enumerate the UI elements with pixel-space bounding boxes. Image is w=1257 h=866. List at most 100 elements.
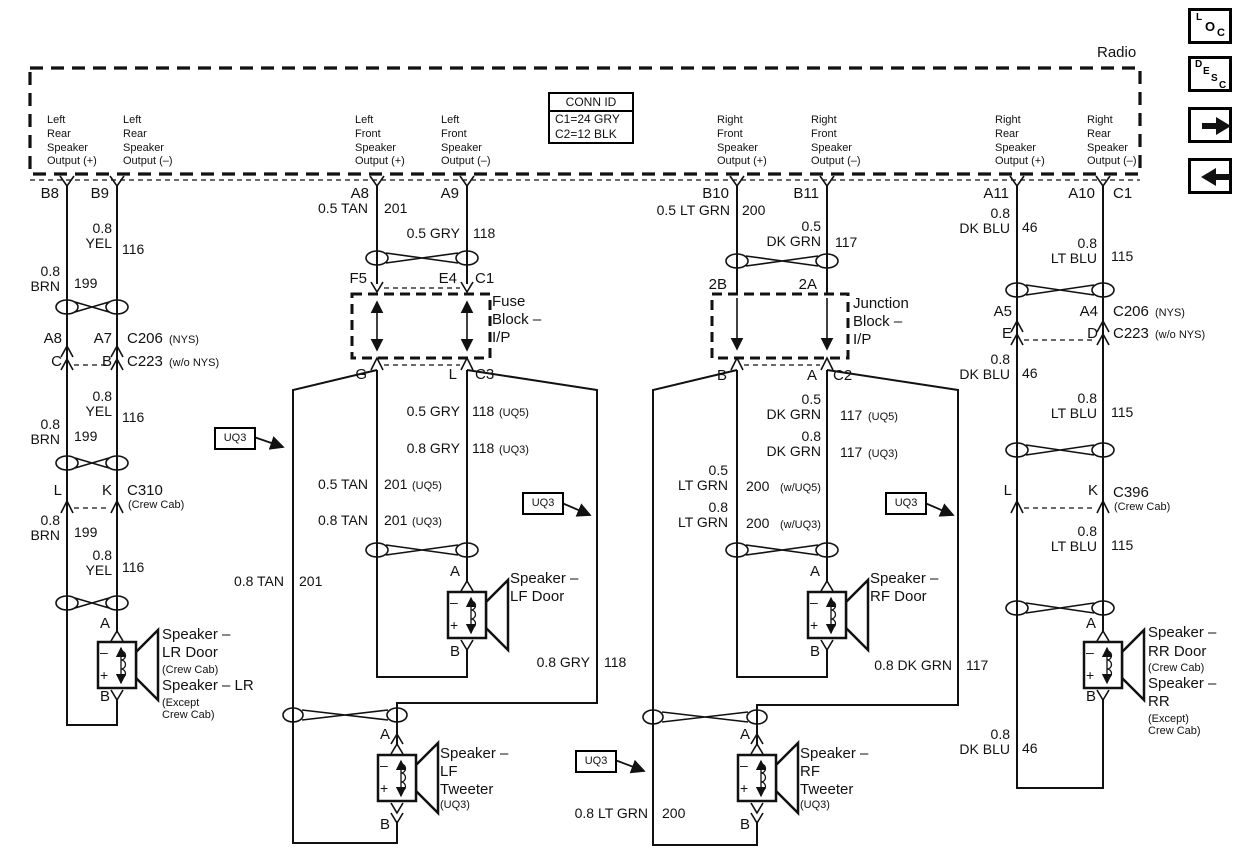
junction-block-connector: C2	[833, 367, 853, 384]
speaker-polarity-minus: –	[740, 757, 748, 773]
circuit-variant: (UQ5)	[868, 411, 898, 423]
uq3-option-box[interactable]: UQ3	[522, 492, 564, 515]
speaker-polarity-minus: –	[380, 757, 388, 773]
wire-label: 0.8 DK BLU	[959, 351, 1010, 383]
wire-label: 0.5 GRY	[406, 225, 460, 241]
speaker-note: (UQ3)	[800, 799, 830, 811]
speaker-name: RR	[1148, 693, 1170, 710]
radio-pin: A11	[983, 185, 1009, 202]
uq3-option-box[interactable]: UQ3	[885, 492, 927, 515]
connector-name: C206	[127, 330, 163, 347]
circuit-number: 46	[1022, 365, 1038, 381]
circuit-number: 200	[742, 202, 766, 218]
wire-label: 0.8 BRN	[30, 416, 60, 448]
circuit-number: 117	[840, 407, 863, 423]
wire-label: 0.5 LT GRN	[656, 202, 730, 218]
speaker-polarity-plus: +	[740, 780, 749, 796]
radio-output-label: Right Front Speaker Output (+)	[717, 114, 767, 168]
speaker-polarity-plus: +	[810, 617, 819, 633]
circuit-variant: (UQ3)	[499, 444, 529, 456]
radio-pin: A9	[440, 185, 459, 202]
circuit-number: 115	[1111, 248, 1134, 264]
speaker-rf-tweeter-symbol	[738, 743, 798, 813]
connector-pin: L	[53, 482, 62, 499]
left-arrow-icon	[1201, 168, 1230, 186]
next-button[interactable]	[1188, 107, 1232, 143]
connector-name: C206	[1113, 303, 1149, 320]
circuit-number: 116	[122, 409, 145, 425]
circuit-variant: (UQ5)	[499, 407, 529, 419]
circuit-number: 118	[472, 403, 495, 419]
speaker-terminal: A	[379, 726, 390, 743]
wire-label: 0.8 GRY	[536, 654, 590, 670]
radio-pin: A10	[1068, 185, 1095, 202]
speaker-note: Crew Cab)	[1148, 725, 1201, 737]
connector-pin: K	[1087, 482, 1098, 499]
junction-block-pin: 2B	[708, 276, 727, 293]
speaker-terminal: B	[1085, 688, 1096, 705]
desc-button[interactable]: D E S C	[1188, 56, 1232, 92]
wire-label: 0.8 DK GRN	[874, 657, 952, 673]
speaker-lf-tweeter-symbol	[378, 743, 438, 813]
loc-button-letter: L	[1196, 12, 1203, 23]
circuit-number: 199	[74, 275, 98, 291]
connector-pin: D	[1087, 325, 1098, 342]
connector-name: C396	[1113, 484, 1149, 501]
radio-output-label: Right Rear Speaker Output (+)	[995, 114, 1045, 168]
radio-pin: B8	[40, 185, 59, 202]
speaker-symbols	[98, 580, 1144, 825]
radio-pin: B10	[702, 185, 729, 202]
speaker-note: (Crew Cab)	[1148, 662, 1205, 674]
speaker-terminal: A	[739, 726, 750, 743]
circuit-number: 117	[835, 234, 858, 250]
speaker-polarity-plus: +	[1086, 667, 1095, 683]
radio-output-label: Right Rear Speaker Output (–)	[1087, 114, 1137, 168]
speaker-lf-door-symbol	[448, 580, 508, 650]
wire-label: 0.8 LT BLU	[1050, 390, 1097, 422]
loc-button-letter: O	[1205, 19, 1216, 34]
speaker-terminal: A	[449, 563, 460, 580]
speaker-name: Speaker –	[162, 626, 231, 643]
speaker-polarity-minus: –	[810, 594, 818, 610]
connector-pin: C	[51, 353, 62, 370]
junction-block-pin: 2A	[798, 276, 817, 293]
uq3-option-box[interactable]: UQ3	[575, 750, 617, 773]
uq3-option-box[interactable]: UQ3	[214, 427, 256, 450]
wire-label: 0.8 GRY	[406, 440, 460, 456]
conn-id-title: CONN ID	[550, 94, 632, 112]
junction-block-pin: A	[806, 367, 817, 384]
wire-label: 0.8 YEL	[85, 388, 112, 420]
speaker-polarity-minus: –	[1086, 644, 1094, 660]
radio-output-label: Left Rear Speaker Output (+)	[47, 114, 97, 168]
right-arrow-icon	[1202, 117, 1231, 135]
prev-button[interactable]	[1188, 158, 1232, 194]
fuse-block-pin: G	[355, 366, 367, 383]
circuit-number: 46	[1022, 219, 1038, 235]
circuit-number: 117	[966, 657, 989, 673]
conn-id-row: C1=24 GRY	[555, 112, 620, 126]
radio-pin: B9	[90, 185, 109, 202]
speaker-terminal: B	[449, 643, 460, 660]
fuse-block-connector: C1	[475, 270, 495, 287]
wire-label: 0.8 YEL	[85, 220, 112, 252]
speaker-note: (UQ3)	[440, 799, 470, 811]
circuit-variant: (UQ3)	[412, 516, 442, 528]
junction-block-name: Junction Block – I/P	[853, 295, 909, 348]
connector-note: (w/o NYS)	[169, 357, 220, 369]
circuit-number: 200	[662, 805, 686, 821]
speaker-terminal: A	[99, 615, 110, 632]
speaker-terminal: A	[809, 563, 820, 580]
speaker-terminal: B	[809, 643, 820, 660]
connector-pin: L	[1003, 482, 1012, 499]
circuit-variant: (UQ5)	[412, 480, 442, 492]
circuit-number: 199	[74, 524, 98, 540]
wire-label: 0.8 YEL	[85, 547, 112, 579]
speaker-note: (Except)	[1148, 713, 1189, 725]
loc-button[interactable]: L O C	[1188, 8, 1232, 44]
junction-block-pin: B	[716, 367, 727, 384]
circuit-number: 200	[746, 478, 770, 494]
connector-pin: A5	[993, 303, 1012, 320]
radio-title: Radio	[1097, 44, 1137, 61]
speaker-terminal: B	[379, 816, 390, 833]
